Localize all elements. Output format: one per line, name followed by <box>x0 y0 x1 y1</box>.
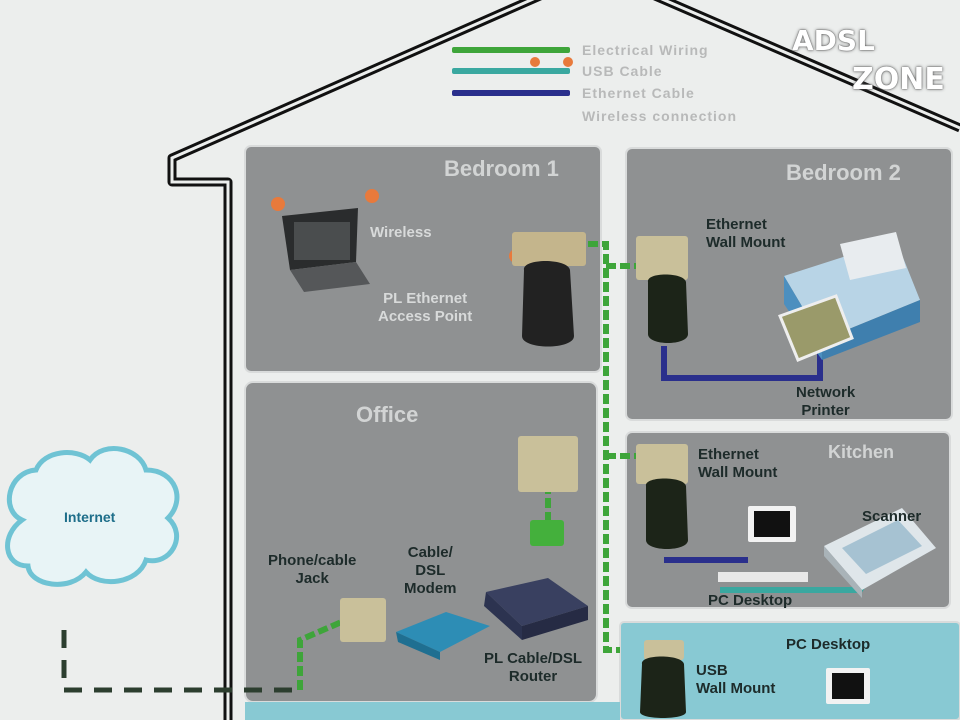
access-point-device <box>512 232 586 347</box>
label-modem: Cable/ DSL Modem <box>404 544 457 597</box>
phone-jack-outlet <box>340 598 386 642</box>
label-network-printer: Network Printer <box>796 384 856 419</box>
legend-usb: USB Cable <box>452 61 663 81</box>
ethernet-wall-mount-2 <box>636 444 688 549</box>
phone-line <box>61 630 300 693</box>
room-bottom-strip <box>245 702 620 720</box>
label-eth-wall-mount-2: Ethernet Wall Mount <box>698 446 778 481</box>
laptop-device <box>282 208 370 292</box>
label-wireless: Wireless <box>370 224 432 241</box>
room-title-kitchen: Kitchen <box>828 442 895 462</box>
legend-swatch-usb <box>452 68 570 74</box>
legend-label-usb: USB Cable <box>582 63 663 79</box>
legend-ethernet: Ethernet Cable <box>452 83 695 103</box>
room-title-office: Office <box>356 402 419 427</box>
legend-electrical: Electrical Wiring <box>452 40 709 60</box>
legend-swatch-ethernet <box>452 90 570 96</box>
pc-desktop-device <box>718 506 808 582</box>
legend-wireless: Wireless connection <box>452 106 737 126</box>
scanner-device <box>824 508 936 598</box>
watermark-line-2: ZONE <box>852 62 945 97</box>
house-outline-inner <box>170 0 960 720</box>
label-router: PL Cable/DSL Router <box>484 650 583 685</box>
label-scanner: Scanner <box>862 508 922 525</box>
room-bedroom-1 <box>244 145 602 373</box>
label-phone-jack: Phone/cable Jack <box>268 552 357 587</box>
den-pc-monitor <box>826 668 870 704</box>
legend-label-wireless: Wireless connection <box>582 108 738 124</box>
router-device <box>484 578 588 640</box>
router-wall-outlet <box>518 436 578 546</box>
label-access-point: PL Ethernet Access Point <box>378 290 473 325</box>
legend-swatch-wireless <box>452 113 570 119</box>
label-eth-wall-mount-1: Ethernet Wall Mount <box>706 216 786 251</box>
legend-swatch-electrical <box>452 47 570 53</box>
label-usb-wall-mount: USB Wall Mount <box>696 662 776 697</box>
label-internet: Internet <box>64 509 116 525</box>
usb-wall-mount <box>640 640 686 718</box>
ethernet-wall-mount-1 <box>636 236 688 343</box>
room-title-bedroom-2: Bedroom 2 <box>786 160 901 185</box>
label-pc-desktop: PC Desktop <box>708 592 793 609</box>
watermark-line-1: ADSL <box>792 24 875 57</box>
room-den <box>619 621 960 720</box>
internet-cloud <box>5 446 180 587</box>
legend-label-ethernet: Ethernet Cable <box>582 85 695 101</box>
printer-device <box>778 232 920 362</box>
modem-device <box>396 612 490 660</box>
legend-label-electrical: Electrical Wiring <box>582 42 709 58</box>
room-title-bedroom-1: Bedroom 1 <box>444 156 559 181</box>
ethernet-cables <box>661 338 823 563</box>
room-title-den: PC Desktop <box>786 636 871 653</box>
